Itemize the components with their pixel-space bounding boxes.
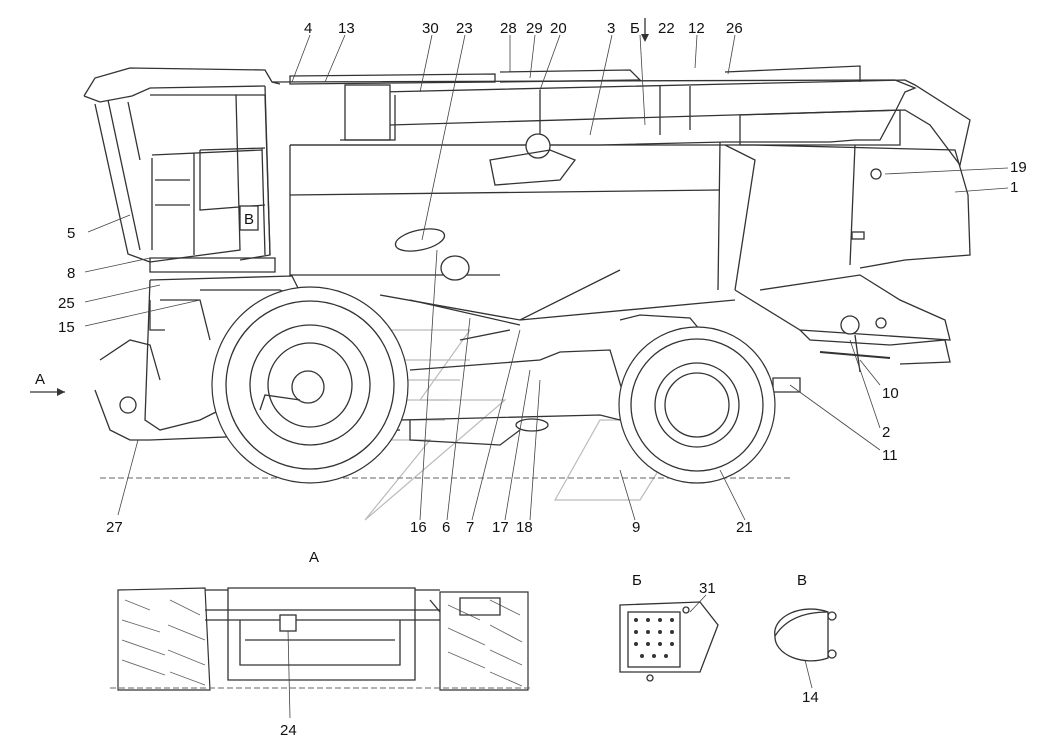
callout-24: 24 xyxy=(280,722,297,739)
callout-16: 16 xyxy=(410,519,427,536)
view-a-label: А xyxy=(309,549,319,566)
callout-7: 7 xyxy=(466,519,474,536)
callout-15: 15 xyxy=(58,319,75,336)
view-v-label: В xyxy=(797,572,807,589)
callout-18: 18 xyxy=(516,519,533,536)
callout-9: 9 xyxy=(632,519,640,536)
callout-19: 19 xyxy=(1010,159,1027,176)
callout-5: 5 xyxy=(67,225,75,242)
callout-3: 3 xyxy=(607,20,615,37)
callout-1: 1 xyxy=(1010,179,1018,196)
callout-11: 11 xyxy=(882,447,898,464)
view-arrow-a: А xyxy=(30,371,65,396)
callout-27: 27 xyxy=(106,519,123,536)
callout-28: 28 xyxy=(500,20,517,37)
callout-10: 10 xyxy=(882,385,899,402)
combine-side-view: В xyxy=(83,65,971,479)
view-b: Б 31 xyxy=(619,572,719,682)
view-a: А 24 xyxy=(110,549,530,739)
callout-31: 31 xyxy=(699,580,716,597)
svg-text:Б: Б xyxy=(630,20,640,37)
callout-23: 23 xyxy=(456,20,473,37)
view-b-label: Б xyxy=(632,572,642,589)
callout-13: 13 xyxy=(338,20,355,37)
callout-20: 20 xyxy=(550,20,567,37)
callout-17: 17 xyxy=(492,519,509,536)
callout-22: 22 xyxy=(658,20,675,37)
callout-6: 6 xyxy=(442,519,450,536)
front-wheel xyxy=(211,286,409,484)
callout-30: 30 xyxy=(422,20,439,37)
rear-wheel xyxy=(618,326,776,484)
leader-lines xyxy=(84,34,1009,719)
callout-29: 29 xyxy=(526,20,543,37)
callout-25: 25 xyxy=(58,295,75,312)
view-v: В 14 xyxy=(774,572,837,706)
callout-26: 26 xyxy=(726,20,743,37)
view-arrow-b: Б xyxy=(630,18,649,42)
callout-8: 8 xyxy=(67,265,75,282)
svg-text:А: А xyxy=(35,371,45,388)
callout-14: 14 xyxy=(802,689,819,706)
callout-4: 4 xyxy=(304,20,312,37)
callout-12: 12 xyxy=(688,20,705,37)
plate-label-v: В xyxy=(244,211,254,228)
callout-21: 21 xyxy=(736,519,753,536)
callout-numbers: 4 13 30 23 28 29 20 3 22 12 26 19 1 5 8 … xyxy=(58,20,1027,536)
callout-2: 2 xyxy=(882,424,890,441)
